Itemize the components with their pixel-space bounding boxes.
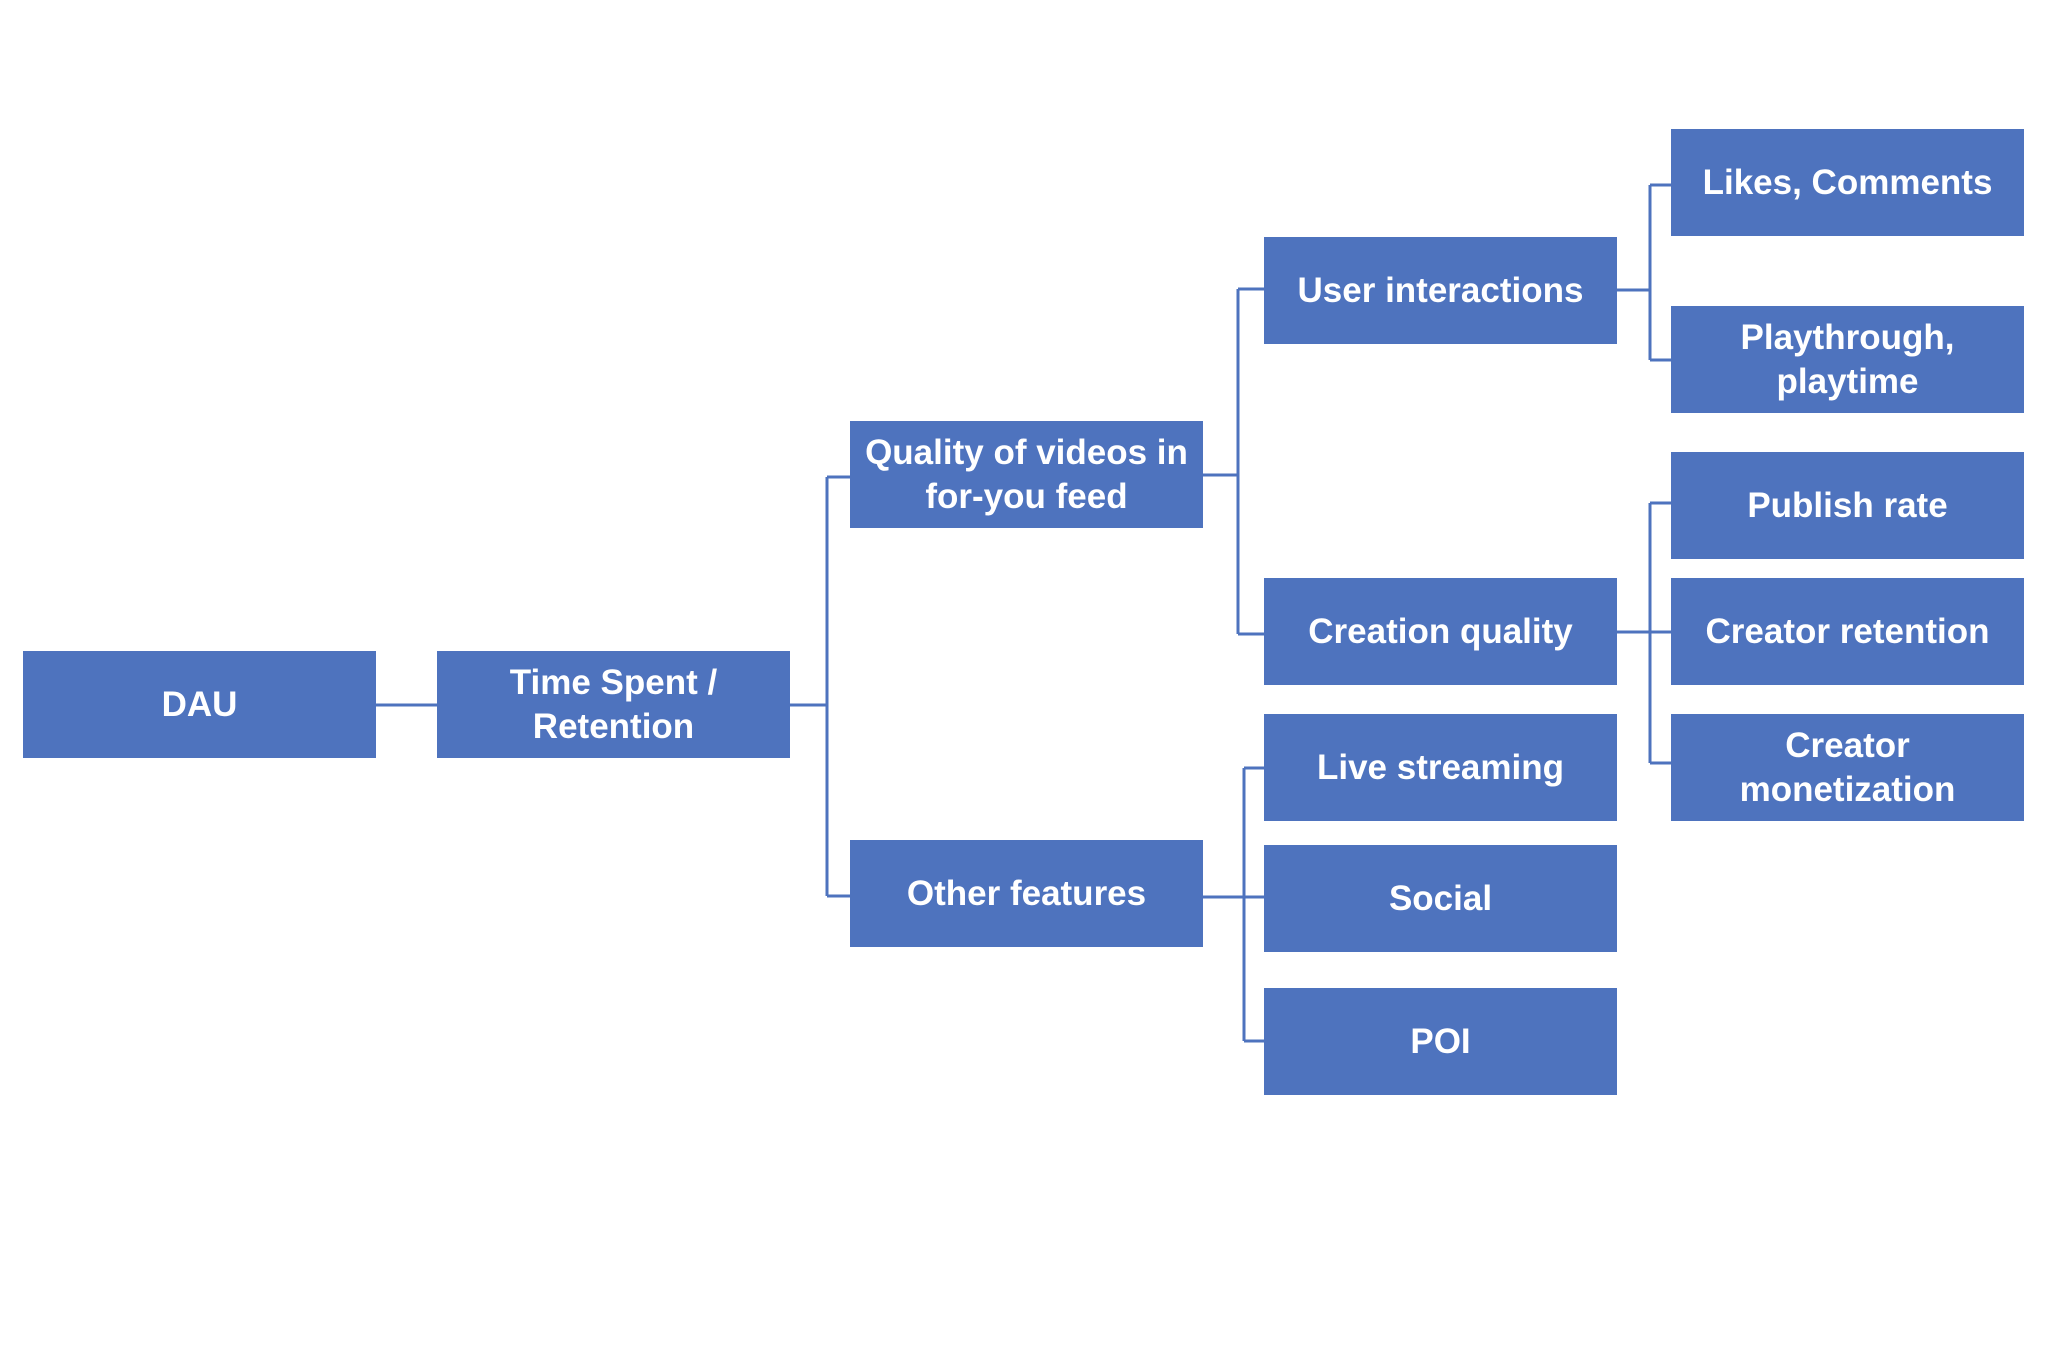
node-social: Social	[1264, 845, 1617, 952]
node-creator-retention-label: Creator retention	[1705, 611, 1990, 651]
node-playthrough-label: Playthrough, playtime	[1740, 317, 1955, 401]
node-likes-comments-label: Likes, Comments	[1702, 162, 1993, 202]
node-live-streaming: Live streaming	[1264, 714, 1617, 821]
node-other-features: Other features	[850, 840, 1203, 947]
node-time-spent-label: Time Spent / Retention	[509, 662, 718, 746]
node-likes-comments: Likes, Comments	[1671, 129, 2024, 236]
connector-other-branch	[1203, 766, 1264, 1043]
node-playthrough-playtime: Playthrough, playtime	[1671, 306, 2024, 413]
connector-user-interactions-branch	[1617, 183, 1671, 362]
node-creator-monetization: Creator monetization	[1671, 714, 2024, 821]
node-dau: DAU	[23, 651, 376, 758]
connector-creation-quality-branch	[1617, 501, 1671, 765]
node-poi-label: POI	[1410, 1021, 1471, 1061]
connector-quality-branch	[1203, 287, 1264, 636]
node-user-interactions: User interactions	[1264, 237, 1617, 344]
node-live-streaming-label: Live streaming	[1316, 747, 1565, 787]
node-dau-label: DAU	[161, 684, 238, 724]
node-quality-of-videos: Quality of videos in for-you feed	[850, 421, 1203, 528]
node-publish-rate: Publish rate	[1671, 452, 2024, 559]
node-time-spent-retention: Time Spent / Retention	[437, 651, 790, 758]
node-poi: POI	[1264, 988, 1617, 1095]
node-creation-quality-label: Creation quality	[1308, 611, 1573, 651]
node-creator-monetization-label: Creator monetization	[1739, 725, 1956, 809]
node-publish-rate-label: Publish rate	[1747, 485, 1948, 525]
connector-time-spent-branch	[790, 475, 850, 898]
node-social-label: Social	[1388, 878, 1493, 918]
node-creation-quality: Creation quality	[1264, 578, 1617, 685]
node-other-features-label: Other features	[906, 873, 1147, 913]
node-quality-label: Quality of videos in for-you feed	[865, 432, 1188, 516]
node-creator-retention: Creator retention	[1671, 578, 2024, 685]
node-user-interactions-label: User interactions	[1297, 270, 1584, 310]
